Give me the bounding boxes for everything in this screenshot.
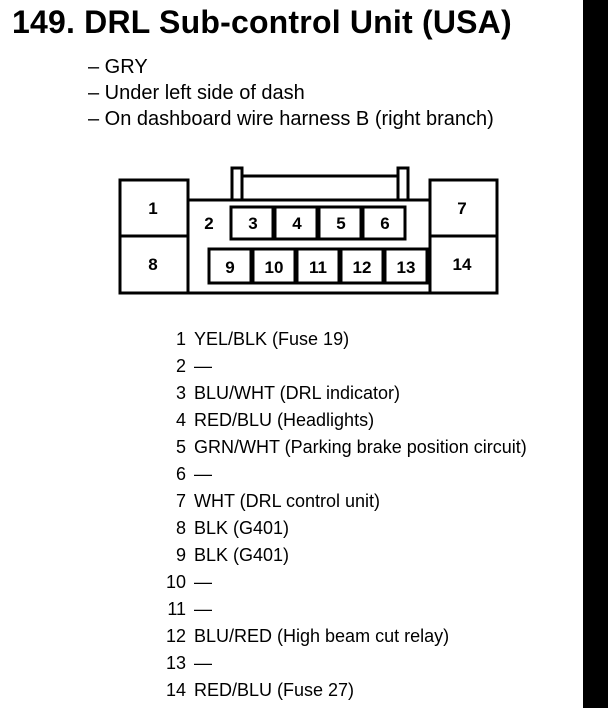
pin-number: 2 [175,356,186,376]
pin-number: 4 [175,410,186,430]
pin-description: YEL/BLK (Fuse 19) [194,329,350,349]
pinout-row: 14 RED/BLU (Fuse 27) [160,677,527,704]
pinout-row: 13 — [160,650,527,677]
pin-label-4: 4 [292,214,302,233]
pin-description: RED/BLU (Fuse 27) [194,680,355,700]
note-color: – GRY [88,56,148,78]
pin-description: BLK (G401) [194,545,290,565]
pin-number: 8 [175,518,186,538]
pin-label-1: 1 [148,199,157,218]
pinout-row: 11 — [160,596,527,623]
note-location: – Under left side of dash [88,82,305,104]
pin-label-3: 3 [248,214,257,233]
pin-description: WHT (DRL control unit) [194,491,381,511]
pin-number: 1 [175,329,186,349]
pinout-row: 4 RED/BLU (Headlights) [160,407,527,434]
pinout-row: 12 BLU/RED (High beam cut relay) [160,623,527,650]
pin-number: 11 [167,599,186,619]
pin-number: 5 [175,437,186,457]
pin-label-14: 14 [453,255,472,274]
pin-description: RED/BLU (Headlights) [194,410,375,430]
pinout-row: 3 BLU/WHT (DRL indicator) [160,380,527,407]
pin-description: BLU/WHT (DRL indicator) [194,383,401,403]
right-edge-bar [583,0,608,708]
pin-label-10: 10 [265,258,284,277]
pin-number: 13 [165,653,186,673]
pin-description: — [194,356,212,376]
page-title: 149. DRL Sub-control Unit (USA) [12,4,512,40]
pinout-row: 1 YEL/BLK (Fuse 19) [160,326,527,353]
pin-label-5: 5 [336,214,345,233]
pinout-row: 2— [160,353,527,380]
cavity-13 [383,247,429,285]
pin-description: — [194,464,212,484]
pin-number: 3 [175,383,186,403]
latch-tab-left [230,166,244,202]
cavity-4 [273,205,319,241]
pinout-row: 6— [160,461,527,488]
connector-notes: – GRY – Under left side of dash – On das… [88,54,494,132]
cavity-10 [251,247,297,285]
pin-number: 14 [165,680,186,700]
pin-label-8: 8 [148,255,157,274]
pin-label-7: 7 [457,199,466,218]
pin-description: — [194,572,212,592]
pin-number: 7 [175,491,186,511]
pin-label-13: 13 [397,258,416,277]
pinout-row: 10 — [160,569,527,596]
pin-label-2: 2 [204,214,213,233]
pin-number: 10 [165,572,186,592]
connector-outline [118,178,499,295]
pin-label-12: 12 [353,258,372,277]
cavity-12 [339,247,385,285]
latch-tab-right [396,166,410,202]
note-harness: – On dashboard wire harness B (right bra… [88,108,494,130]
cavity-5 [317,205,363,241]
pinout-row: 8 BLK (G401) [160,515,527,542]
cavity-6 [361,205,407,241]
pin-number: 9 [175,545,186,565]
pin-label-9: 9 [225,258,234,277]
pin-number: 6 [175,464,186,484]
pin-description: GRN/WHT (Parking brake position circuit) [194,437,527,457]
pinout-row: 9 BLK (G401) [160,542,527,569]
connector-diagram: 1 2 3 4 5 6 7 8 9 10 11 12 13 14 [118,166,499,295]
pinout-row: 7 WHT (DRL control unit) [160,488,527,515]
cavity-11 [295,247,341,285]
cavity-3 [229,205,275,241]
pin-description: — [194,599,212,619]
pin-label-6: 6 [380,214,389,233]
pin-number: 12 [165,626,186,646]
pin-label-11: 11 [309,258,327,277]
pin-description: BLU/RED (High beam cut relay) [194,626,450,646]
pin-description: BLK (G401) [194,518,290,538]
pin-description: — [194,653,212,673]
pinout-row: 5 GRN/WHT (Parking brake position circuit… [160,434,527,461]
